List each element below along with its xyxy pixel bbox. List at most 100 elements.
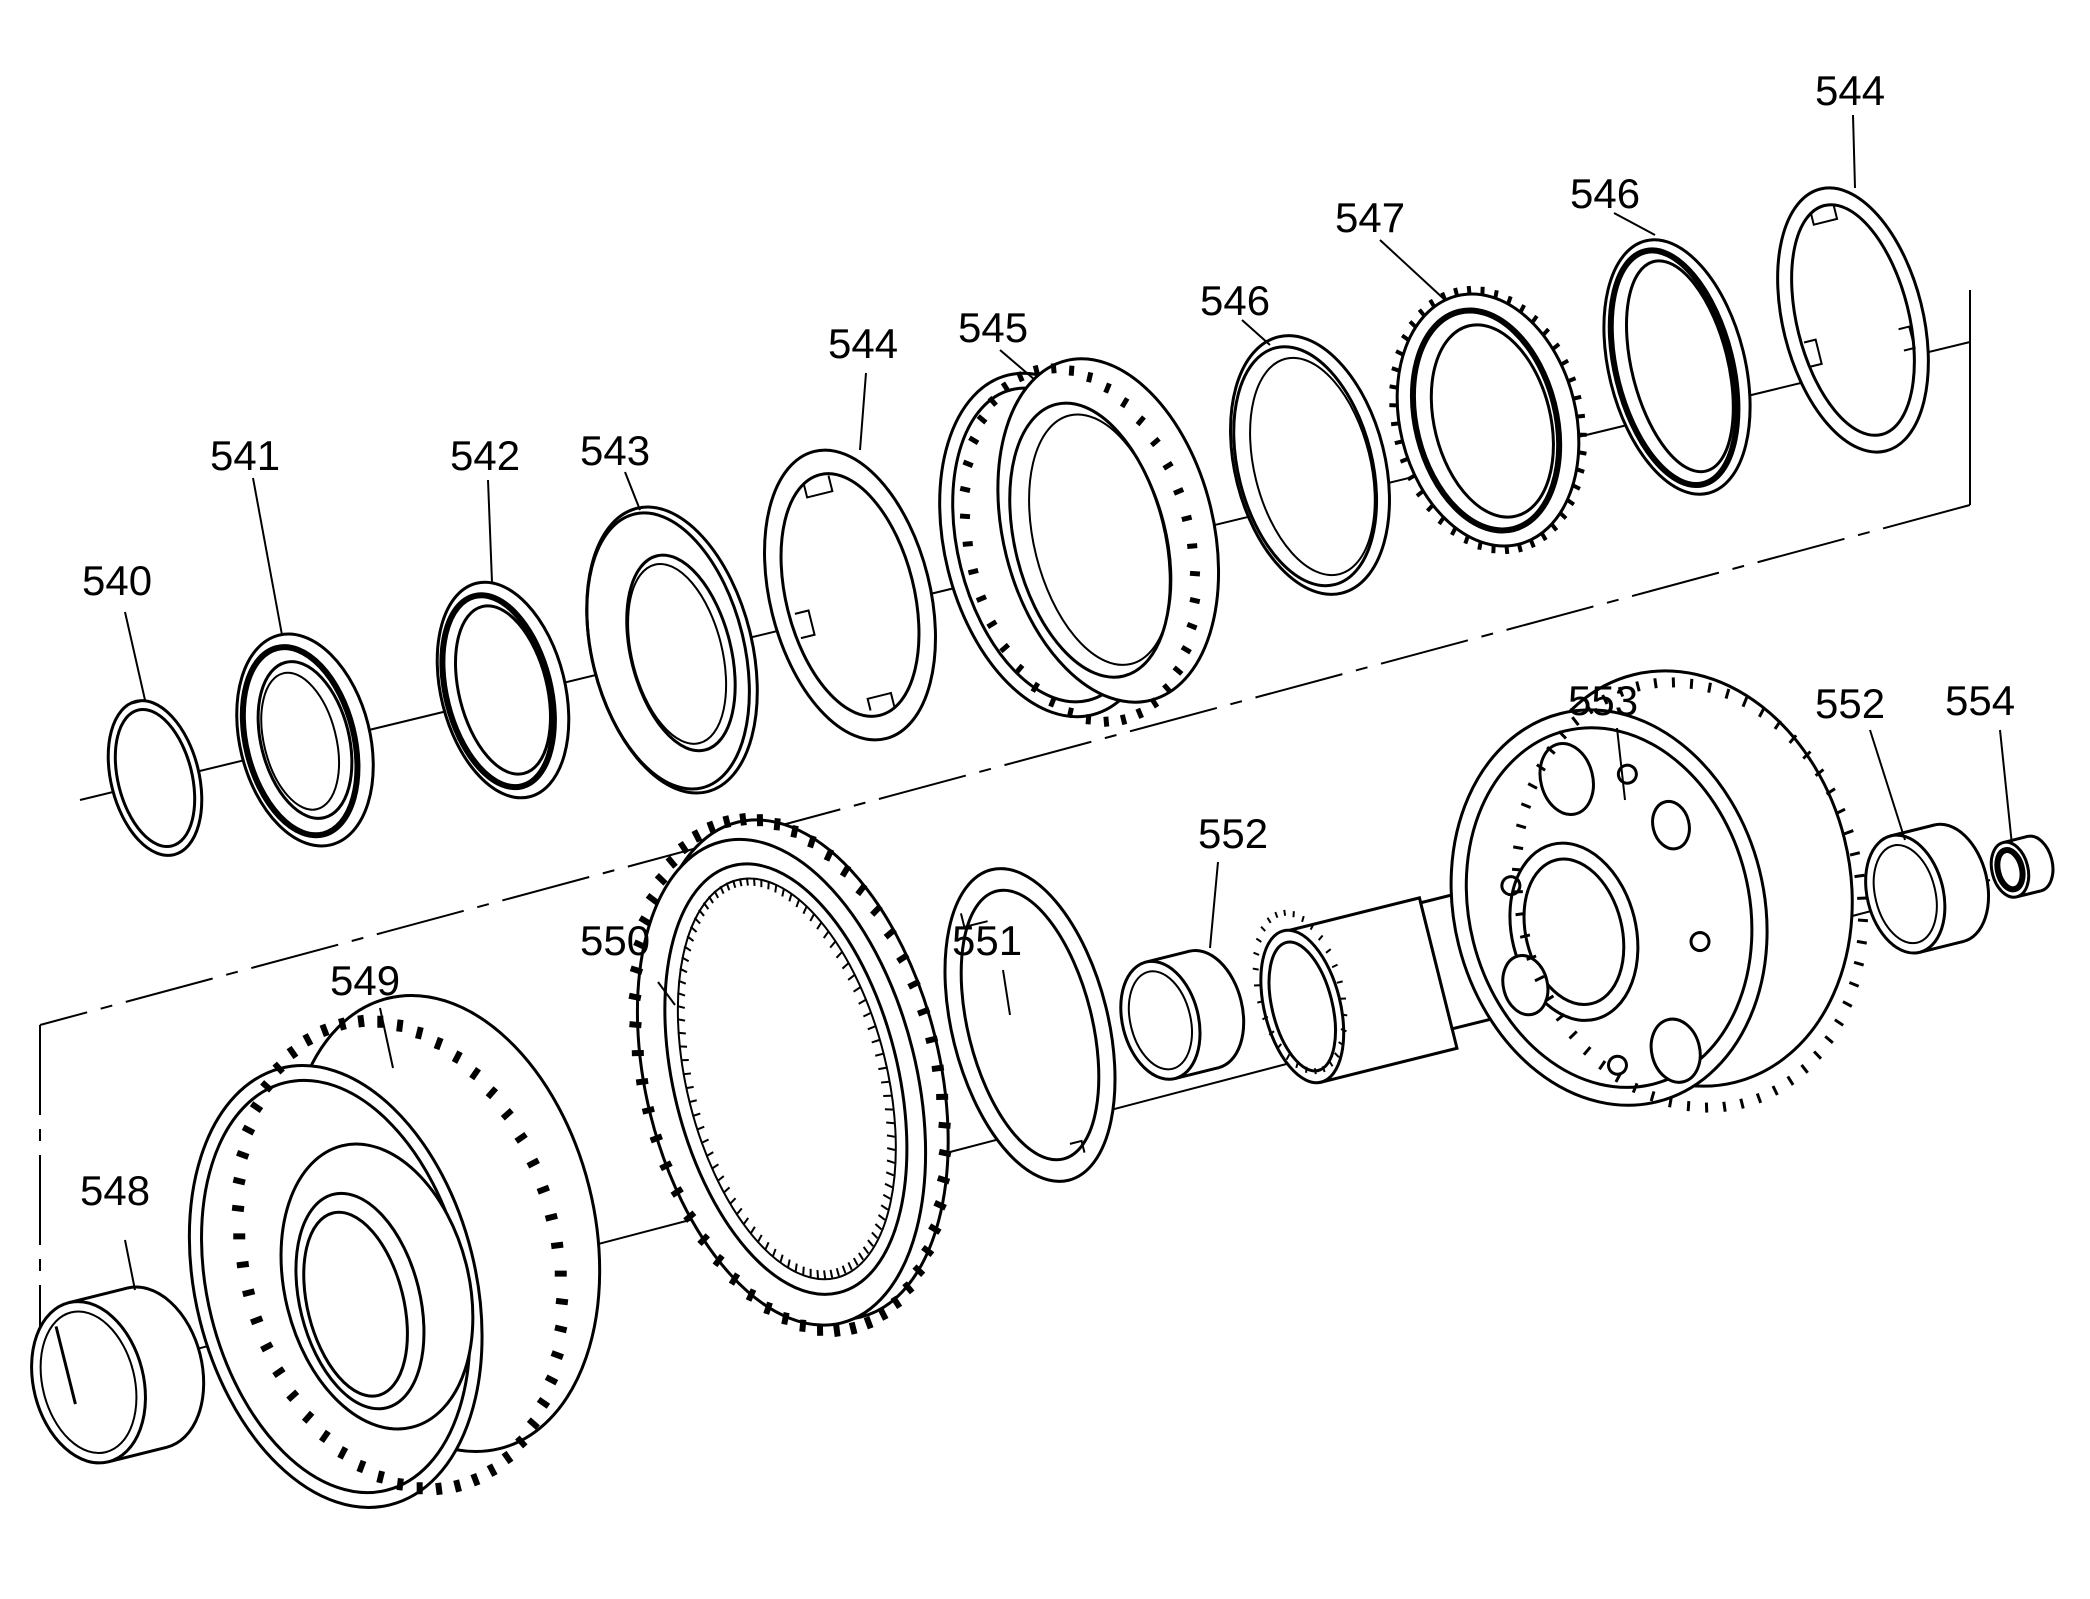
spline-tooth [638, 915, 652, 927]
spline-tooth [1814, 768, 1825, 777]
spline-tooth [555, 1297, 569, 1306]
callout-549: 549 [330, 957, 400, 1004]
part-540-snap-ring [106, 699, 204, 857]
spline-tooth [867, 1239, 874, 1247]
spline-tooth [1050, 363, 1057, 374]
spline-tooth [1135, 415, 1146, 427]
spline-tooth [536, 1396, 551, 1409]
leader-lines [124, 114, 2013, 1291]
callout-543: 543 [580, 427, 650, 474]
spline-tooth [1415, 489, 1425, 498]
spline-tooth [1285, 1053, 1291, 1061]
spline-tooth [629, 1021, 642, 1029]
spline-tooth [774, 884, 778, 893]
spline-tooth [1162, 683, 1173, 694]
spline-tooth [839, 864, 852, 878]
spline-tooth [1834, 1018, 1845, 1027]
spline-tooth [1544, 994, 1555, 1003]
spline-tooth [686, 935, 695, 942]
spline-tooth [822, 931, 830, 939]
spline-tooth [705, 1151, 714, 1157]
spline-tooth [1391, 366, 1401, 373]
spline-tooth [1773, 719, 1782, 730]
spline-tooth [356, 1459, 367, 1474]
spline-tooth [1668, 1097, 1673, 1108]
part-550-ring-gear [628, 813, 952, 1337]
spline-tooth [1686, 1101, 1691, 1112]
spline-tooth [725, 882, 731, 891]
spline-tooth [1309, 923, 1315, 931]
spline-tooth [781, 888, 785, 897]
spline-tooth [933, 1200, 947, 1211]
spline-tooth [260, 1341, 274, 1353]
spline-tooth [645, 892, 659, 906]
spline-tooth [1568, 1030, 1578, 1040]
callout-labels: 540 541 542 543 544 545 546 547 546 544 … [80, 67, 2015, 1214]
spline-tooth [232, 1176, 246, 1186]
spline-tooth [802, 905, 808, 915]
spline-tooth [1518, 304, 1526, 314]
spline-tooth [1848, 981, 1860, 988]
spline-tooth [986, 619, 998, 630]
spline-tooth [1338, 1041, 1345, 1047]
spline-tooth [550, 1241, 564, 1250]
spline-tooth [635, 1077, 649, 1086]
spline-tooth [880, 1204, 889, 1211]
spline-tooth [1506, 295, 1513, 305]
spline-tooth [936, 1175, 951, 1185]
part-553-planetary-carrier [1252, 669, 1869, 1113]
spline-tooth [1572, 394, 1582, 401]
spline-tooth [764, 1241, 770, 1251]
spline-tooth [1477, 541, 1483, 551]
spline-tooth [809, 913, 815, 922]
spline-tooth [999, 642, 1011, 654]
spline-tooth [700, 1138, 710, 1144]
spline-tooth [682, 1072, 692, 1076]
spline-tooth [1103, 716, 1110, 727]
spline-tooth [702, 902, 710, 910]
spline-tooth [862, 1246, 870, 1254]
spline-tooth [319, 1023, 330, 1037]
spline-tooth [962, 459, 974, 469]
spline-tooth [670, 1186, 684, 1198]
spline-tooth [1560, 358, 1570, 367]
spline-tooth [526, 1417, 540, 1430]
spline-tooth [1283, 909, 1287, 916]
spline-tooth [649, 1133, 663, 1144]
spline-tooth [1399, 456, 1409, 464]
spline-tooth [835, 951, 843, 959]
spline-tooth [886, 1147, 896, 1151]
spline-tooth [729, 1197, 737, 1205]
callout-546-lower: 546 [1200, 277, 1270, 324]
spline-tooth [1255, 937, 1262, 943]
spline-tooth [853, 986, 861, 993]
spline-tooth [1313, 1068, 1317, 1075]
spline-tooth [641, 1105, 655, 1115]
spline-tooth [1395, 349, 1405, 357]
spline-tooth [807, 835, 817, 849]
spline-tooth [880, 1080, 890, 1084]
spline-tooth [912, 1264, 926, 1277]
spline-tooth [713, 890, 720, 899]
spline-tooth [1571, 716, 1580, 727]
spline-tooth [1149, 436, 1161, 448]
spline-tooth [841, 962, 850, 970]
spline-tooth [1389, 384, 1398, 390]
callout-544-lower: 544 [828, 320, 898, 367]
spline-tooth [1802, 750, 1812, 760]
spline-tooth [728, 1272, 741, 1286]
callout-552-lower: 552 [1198, 810, 1268, 857]
spline-tooth [1014, 663, 1025, 675]
spline-tooth [1601, 694, 1609, 705]
spline-tooth [763, 1301, 773, 1315]
spline-tooth [1598, 1060, 1607, 1071]
part-552-bushing-lower [1119, 948, 1246, 1081]
spline-tooth [883, 927, 897, 940]
spline-tooth [514, 1131, 528, 1144]
spline-tooth [1493, 289, 1499, 299]
spline-tooth [236, 1260, 250, 1269]
spline-tooth [779, 1254, 784, 1263]
spline-tooth [1257, 1000, 1264, 1004]
spline-tooth [1724, 688, 1731, 699]
